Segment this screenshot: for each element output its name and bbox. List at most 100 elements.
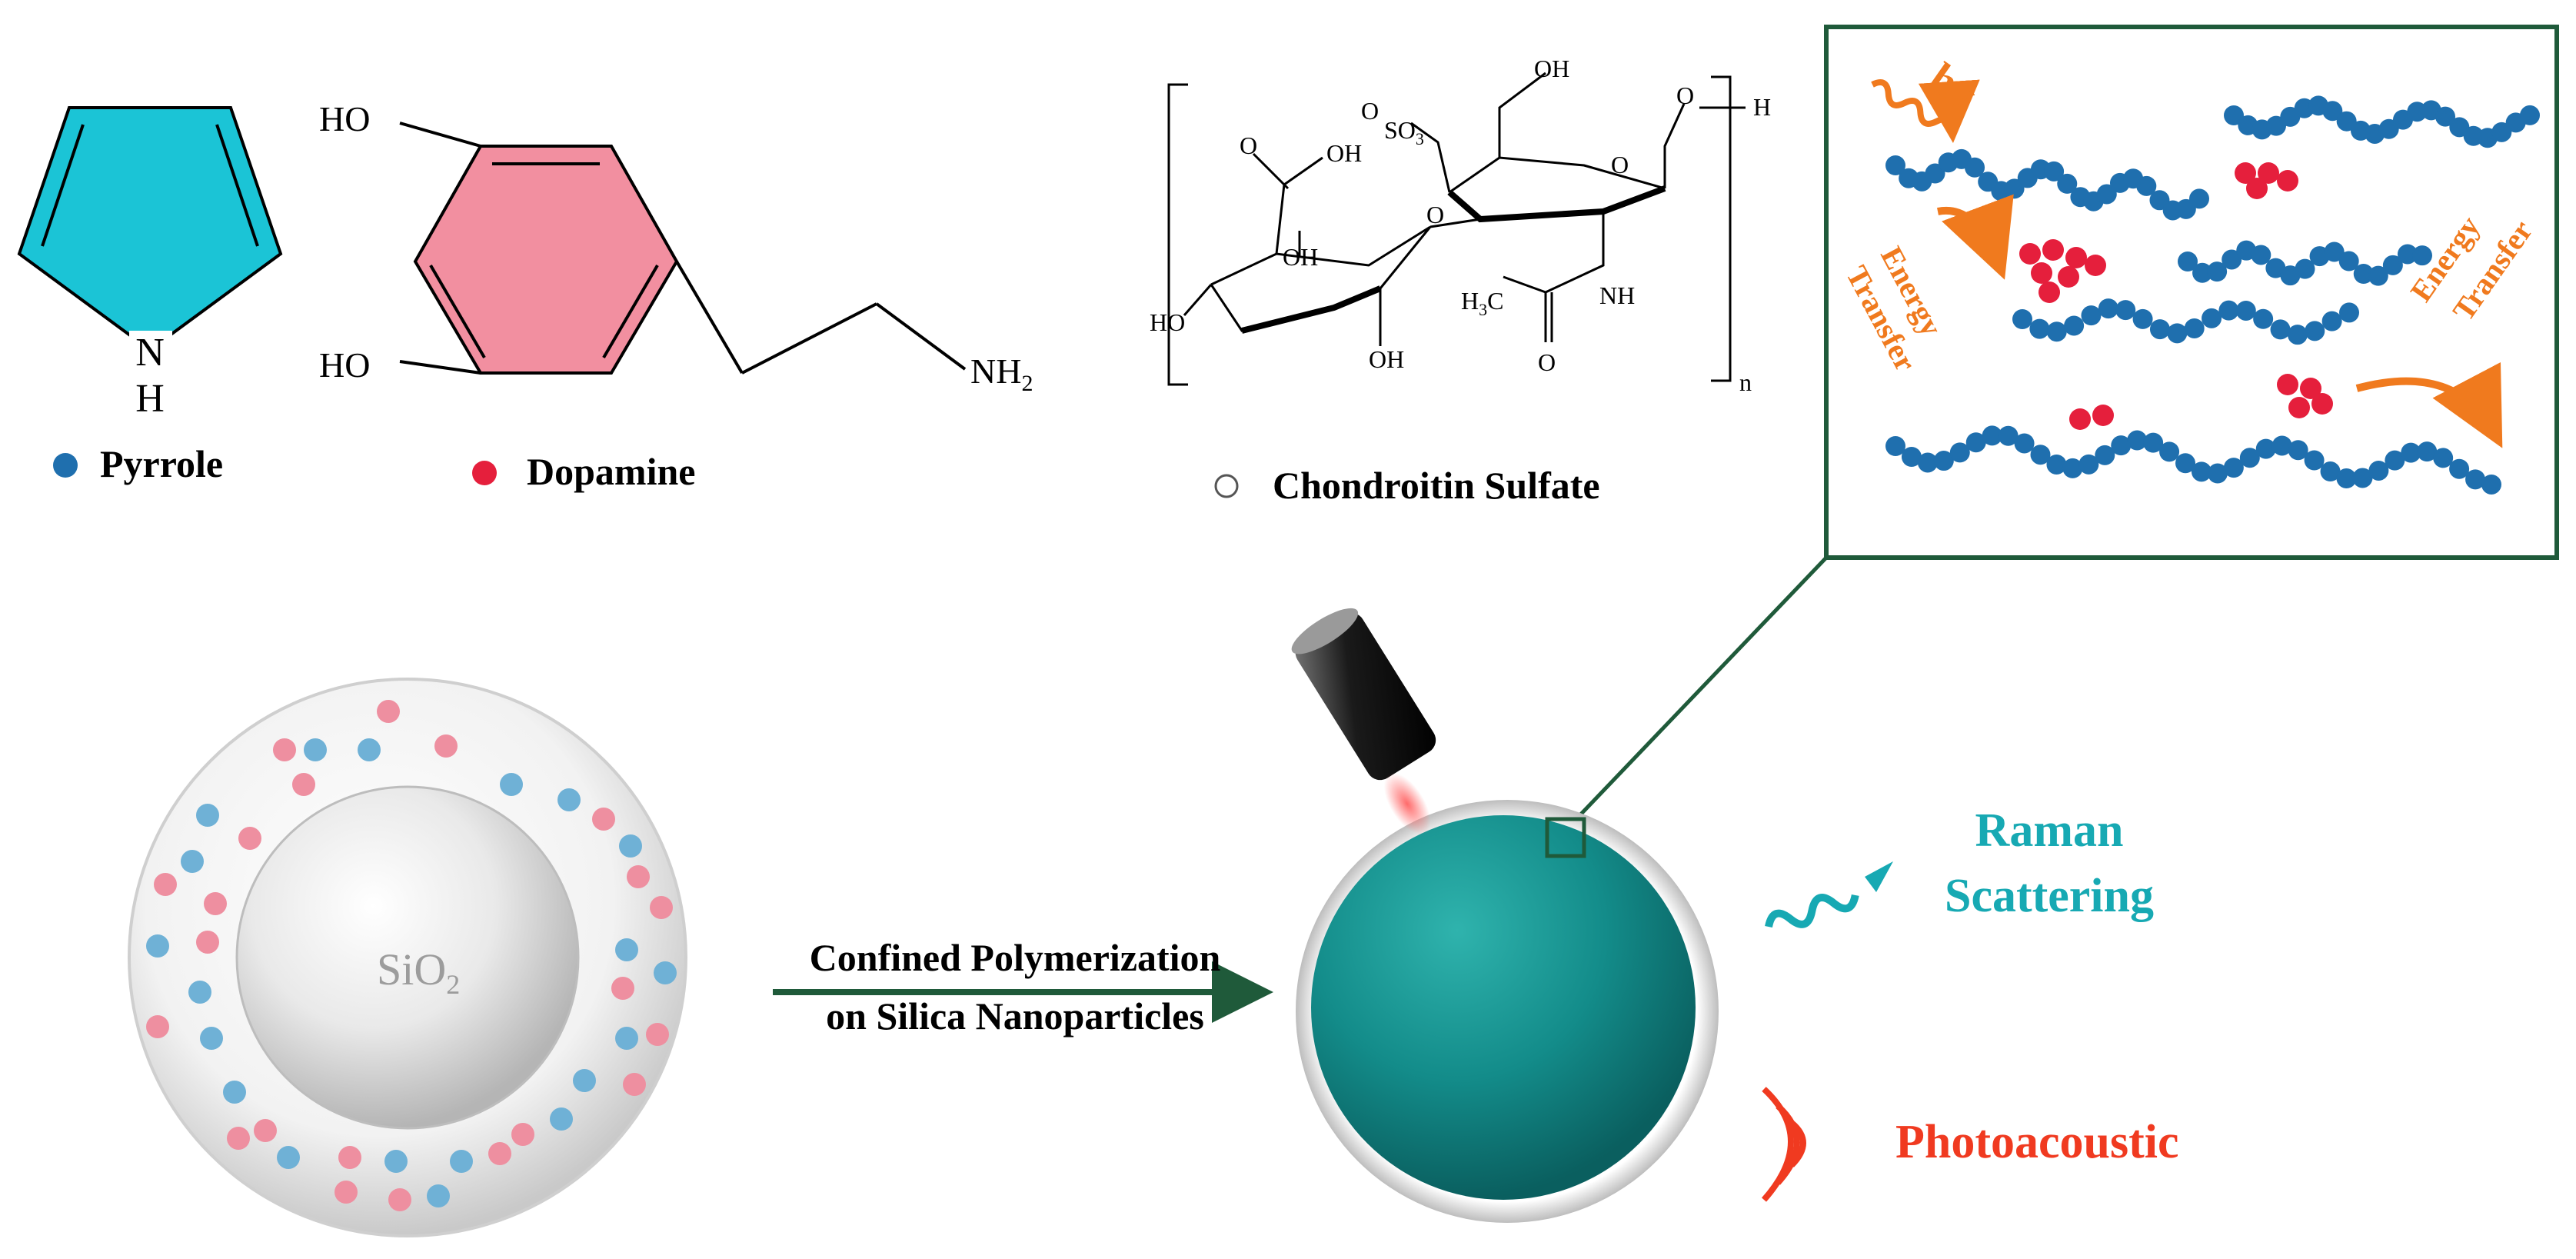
dopamine-monomer bbox=[338, 1146, 361, 1169]
pyrrole-unit bbox=[2014, 433, 2035, 454]
sound-wave-icon bbox=[1762, 1087, 1806, 1202]
pyrrole-unit bbox=[2224, 105, 2244, 125]
arrow-label-line1: Confined Polymerization bbox=[810, 936, 1221, 979]
dopamine-unit bbox=[2258, 162, 2279, 184]
inset-connector-left bbox=[1571, 556, 1828, 824]
pyrrole-unit bbox=[2255, 438, 2276, 459]
legend-item-chondroitin: Chondroitin Sulfate bbox=[1214, 464, 1600, 507]
legend-chondroitin-label: Chondroitin Sulfate bbox=[1273, 464, 1600, 507]
pyrrole-unit bbox=[2481, 474, 2501, 495]
pyrrole-unit bbox=[1925, 163, 1945, 184]
pyrrole-unit bbox=[2304, 450, 2325, 471]
pyrrole-unit bbox=[2305, 321, 2325, 341]
pyrrole-unit bbox=[1901, 446, 1922, 467]
pyrrole-unit bbox=[2338, 251, 2359, 271]
dopamine-monomer bbox=[511, 1123, 534, 1146]
pyrrole-unit bbox=[2136, 175, 2157, 196]
dopamine-unit bbox=[2277, 374, 2298, 395]
cs-o-amide: O bbox=[1538, 348, 1556, 376]
energy-transfer-arrow-2 bbox=[2355, 361, 2503, 448]
cs-ring-o1: O bbox=[1426, 201, 1444, 228]
pyrrole-ring bbox=[17, 106, 283, 352]
dopamine-unit bbox=[2069, 408, 2091, 430]
dopamine-unit bbox=[2288, 397, 2310, 418]
legend: Pyrrole Dopamine Chondroitin Sulfate bbox=[53, 442, 1600, 507]
cs-so3: SO3 bbox=[1384, 116, 1424, 148]
cs-ho: HO bbox=[1150, 308, 1185, 336]
pyrrole-unit bbox=[2062, 458, 2083, 478]
dopamine-monomer bbox=[434, 734, 458, 758]
dopamine-ho-bottom: HO bbox=[319, 345, 370, 385]
pyrrole-unit bbox=[2115, 300, 2136, 321]
pyrrole-unit bbox=[2449, 458, 2470, 479]
pyrrole-unit bbox=[2417, 441, 2438, 462]
pyrrole-monomer bbox=[619, 834, 642, 858]
pyrrole-unit bbox=[2098, 298, 2118, 319]
pyrrole-unit bbox=[2132, 308, 2153, 329]
inset-frame bbox=[1824, 25, 2559, 560]
dopamine-unit bbox=[2085, 255, 2106, 276]
laser-beam-glow bbox=[1383, 773, 1431, 834]
arrow-label-line2: on Silica Nanoparticles bbox=[826, 994, 1204, 1038]
pyrrole-unit bbox=[2253, 308, 2274, 329]
pyrrole-unit bbox=[2111, 435, 2132, 456]
pyrrole-unit bbox=[2295, 258, 2315, 279]
pyrrole-structure: N H bbox=[17, 106, 283, 421]
pyrrole-unit bbox=[2352, 468, 2373, 488]
dopamine-monomer bbox=[377, 700, 400, 723]
pyrrole-unit bbox=[2095, 445, 2115, 465]
dopamine-monomer bbox=[650, 896, 673, 919]
pyrrole-unit bbox=[2207, 261, 2228, 282]
dopamine-unit bbox=[2058, 266, 2079, 288]
pyrrole-unit bbox=[2336, 468, 2357, 489]
dopamine-dot-icon bbox=[472, 461, 497, 485]
pyrrole-monomer bbox=[223, 1081, 246, 1104]
dopamine-clusters bbox=[2019, 162, 2333, 430]
pyrrole-unit bbox=[2202, 308, 2222, 328]
pyrrole-unit bbox=[2239, 448, 2260, 468]
pyrrole-unit bbox=[1982, 425, 2002, 446]
pyrrole-unit bbox=[2192, 262, 2213, 283]
cs-nh: NH bbox=[1599, 281, 1635, 309]
pyrrole-unit bbox=[2044, 161, 2065, 182]
dopamine-monomer bbox=[292, 773, 315, 796]
pyrrole-unit bbox=[2178, 251, 2198, 271]
pyrrole-unit bbox=[2149, 319, 2170, 340]
dopamine-nh2: NH2 bbox=[970, 351, 1033, 396]
zoom-region-marker bbox=[1545, 817, 1586, 858]
pyrrole-unit bbox=[2030, 445, 2051, 465]
pyrrole-unit bbox=[2270, 319, 2291, 340]
pyrrole-dot-icon bbox=[53, 453, 78, 478]
cs-cooh: OH bbox=[1326, 139, 1362, 167]
pyrrole-unit bbox=[2382, 255, 2403, 275]
raman-output: Raman Scattering bbox=[1765, 804, 2154, 928]
pyrrole-unit bbox=[2397, 244, 2418, 265]
pyrrole-monomer bbox=[188, 981, 211, 1004]
legend-dopamine-label: Dopamine bbox=[527, 450, 695, 493]
pyrrole-unit bbox=[2046, 321, 2067, 342]
chondroitin-sulfate-structure bbox=[1167, 72, 1746, 386]
pyrrole-unit bbox=[2191, 461, 2212, 482]
energy-transfer-arrow-1 bbox=[1937, 194, 2014, 280]
pyrrole-unit bbox=[2184, 318, 2205, 338]
pyrrole-unit bbox=[1965, 157, 1985, 178]
dopamine-monomer bbox=[254, 1119, 277, 1142]
dopamine-monomer bbox=[627, 865, 650, 888]
pyrrole-unit bbox=[2368, 265, 2388, 286]
pyrrole-unit bbox=[2465, 469, 2486, 490]
energy-transfer-inset: hv Energy Transfer Energy Transfer bbox=[1824, 25, 2559, 560]
pyrrole-unit bbox=[2378, 118, 2399, 139]
pyrrole-monomer bbox=[384, 1150, 408, 1173]
pyrrole-monomer bbox=[573, 1069, 596, 1092]
polymerization-arrow: Confined Polymerization on Silica Nanopa… bbox=[773, 936, 1273, 1038]
dopamine-unit bbox=[2092, 405, 2114, 426]
pyrrole-unit bbox=[2046, 454, 2067, 475]
dopamine-unit bbox=[2031, 262, 2052, 284]
dopamine-unit bbox=[2042, 239, 2064, 261]
dopamine-monomer bbox=[227, 1127, 250, 1150]
pyrrole-unit bbox=[2167, 323, 2188, 344]
pyrrole-n-atom: N bbox=[135, 331, 165, 375]
pyrrole-monomer bbox=[358, 738, 381, 761]
pyrrole-unit bbox=[1885, 155, 1905, 175]
